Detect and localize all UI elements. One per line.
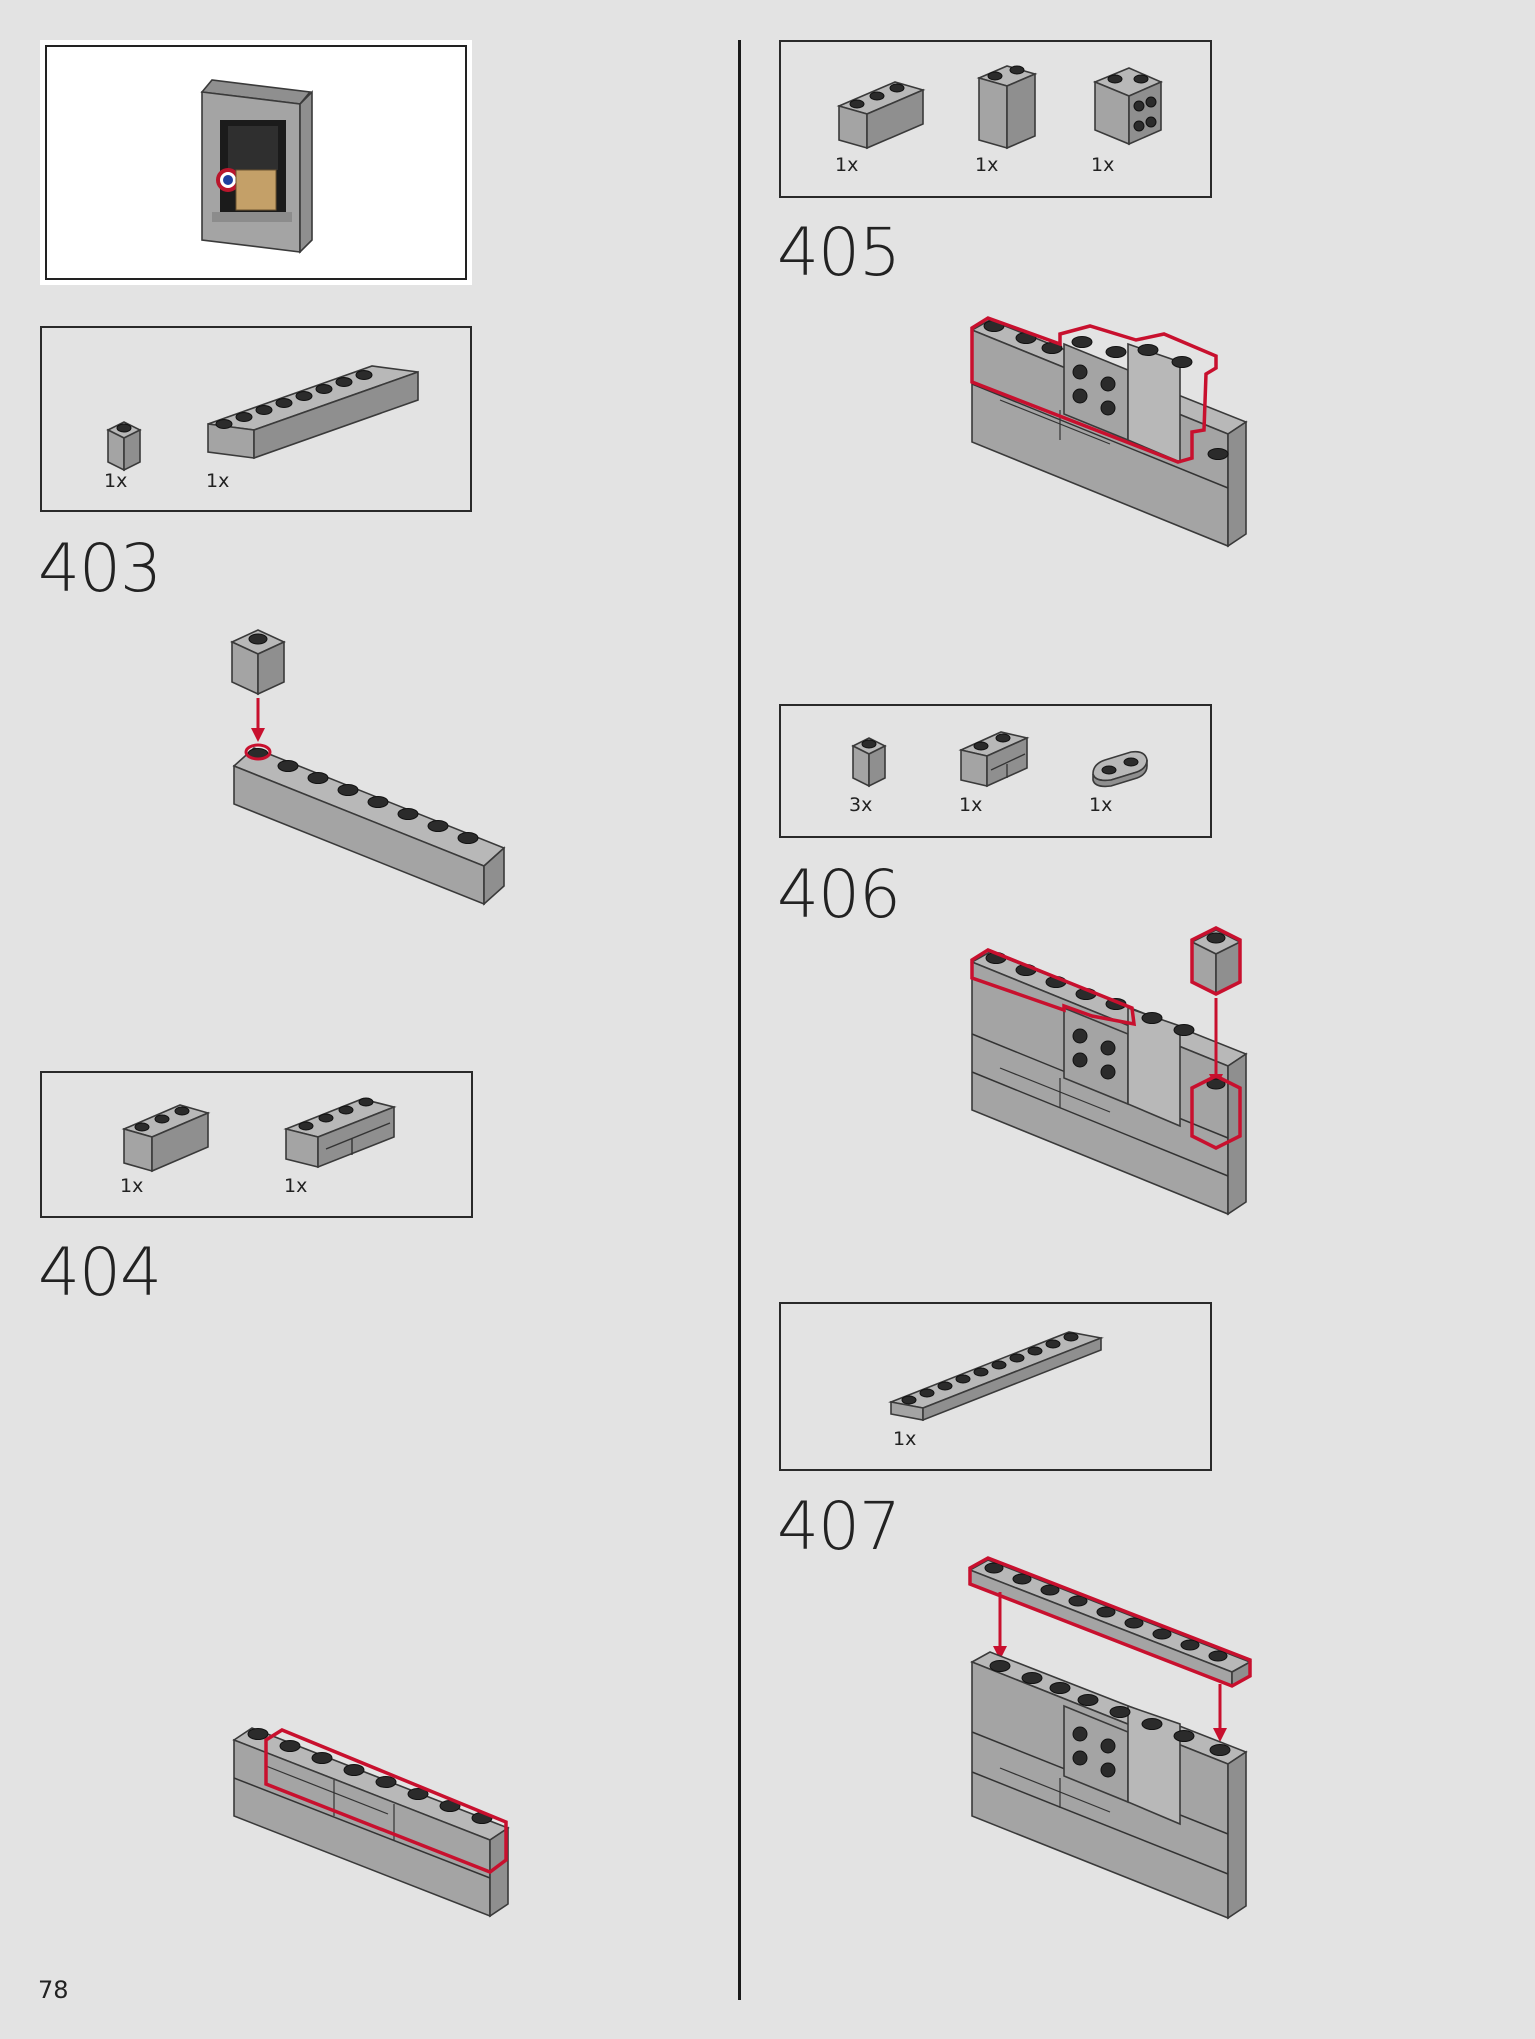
parts-list-405: 1x 1x 1x: [779, 40, 1212, 198]
brick-1x8-icon: [207, 365, 419, 460]
wall-panel-preview-icon: [200, 79, 313, 254]
step-number: 405: [777, 214, 901, 291]
parts-list-406: 3x 1x 1x: [779, 704, 1212, 838]
brick-2x2-icon: [1092, 67, 1163, 146]
part-quantity: 3x: [849, 794, 873, 816]
part-quantity: 1x: [975, 154, 999, 176]
masonry-brick-1x4-icon: [283, 1097, 397, 1169]
part-quantity: 1x: [284, 1175, 308, 1197]
step-406-assembly-icon: [970, 926, 1248, 1216]
page-number: 78: [38, 1976, 69, 2004]
part-quantity: 1x: [1089, 794, 1113, 816]
parts-list-403: 1x 1x: [40, 326, 472, 512]
step-number: 404: [38, 1234, 162, 1311]
brick-1x1-icon: [851, 737, 887, 788]
preview-frame: [40, 40, 472, 285]
masonry-brick-1x2-icon: [958, 731, 1030, 788]
column-divider: [738, 40, 741, 2000]
plate-1x10-icon: [888, 1331, 1104, 1422]
part-quantity: 1x: [104, 470, 128, 492]
step-number: 403: [38, 530, 162, 607]
step-number: 407: [777, 1488, 901, 1565]
brick-1x3-icon: [121, 1104, 211, 1173]
brick-1x3-icon: [836, 81, 926, 150]
step-405-assembly-icon: [970, 316, 1248, 548]
part-quantity: 1x: [893, 1428, 917, 1450]
step-407-assembly-icon: [968, 1556, 1252, 1920]
part-quantity: 1x: [835, 154, 859, 176]
step-403-assembly-icon: [230, 629, 506, 906]
panel-1x2-icon: [976, 65, 1038, 150]
part-quantity: 1x: [206, 470, 230, 492]
brick-1x1-icon: [106, 421, 142, 472]
part-quantity: 1x: [959, 794, 983, 816]
parts-list-404: 1x 1x: [40, 1071, 473, 1218]
part-quantity: 1x: [1091, 154, 1115, 176]
parts-list-407: 1x: [779, 1302, 1212, 1471]
part-quantity: 1x: [120, 1175, 144, 1197]
step-number: 406: [777, 856, 901, 933]
step-404-assembly-icon: [232, 1727, 510, 1918]
plate-1x2-round-icon: [1092, 750, 1148, 788]
